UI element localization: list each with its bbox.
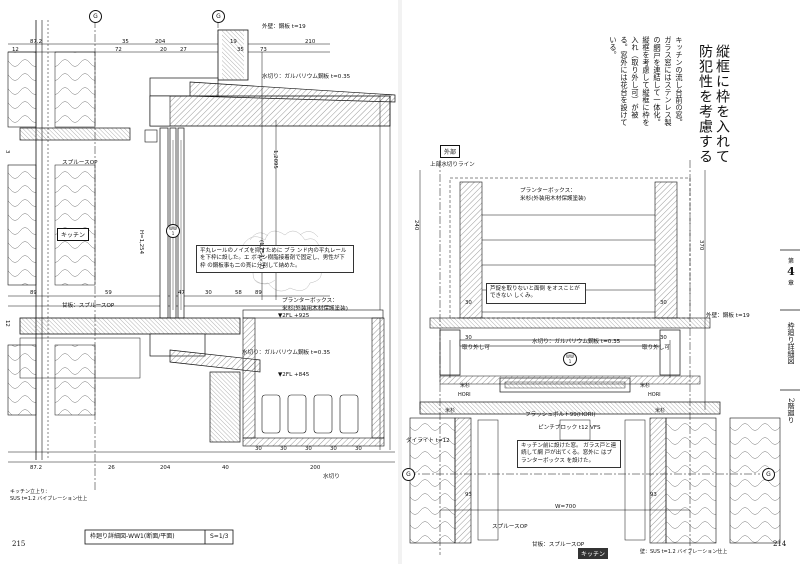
dim-label: 204: [155, 39, 166, 45]
page-heading: 縦框に枠を入れて防犯性を考慮する: [697, 44, 730, 164]
room-tag-kitchen: キッチン: [57, 228, 90, 241]
grid-marker: G: [89, 10, 102, 23]
callout-exterior-board: 外壁：鋼板 t=19: [262, 24, 306, 30]
dim-label: 87.2: [30, 39, 43, 45]
callout-drip2: 水切り：ガルバリウム鋼板 t=0.35: [242, 350, 331, 356]
body-text: キッチンの流し台前の窓。ガラス窓にはステンレス製の網戸を連結して一体化。縦框を考…: [609, 36, 684, 126]
window-tag: WW 1: [166, 224, 180, 238]
hori-label: HORI: [648, 392, 661, 398]
section-tab: 枠廻り詳細図: [787, 322, 795, 364]
dim-label: 30: [305, 446, 312, 452]
dim-label: 58: [235, 290, 242, 296]
width-dim: W=700: [555, 504, 576, 510]
dim-label: (1,254×7): [258, 240, 264, 270]
material-label: 米杉: [655, 408, 666, 414]
dim-label: 210: [305, 39, 316, 45]
subsection-tab: 2階廻り: [787, 398, 795, 424]
callout-kitchen-top: キッチン立上り： SUS t=1.2 バイブレーション仕上: [10, 489, 88, 502]
callout-dailite: ダイライト t=12: [406, 438, 450, 444]
hori-label: HORI: [458, 392, 471, 398]
dim-label: 93: [650, 492, 657, 498]
dim-label: 89: [255, 290, 262, 296]
dim-label: 30: [255, 446, 262, 452]
right-walls: [409, 417, 781, 544]
dim-label: 240: [413, 220, 419, 231]
dim-label: 1,2095: [272, 150, 278, 169]
callout-spruce: スプルースOP: [492, 524, 528, 530]
dim-label: 30: [330, 446, 337, 452]
callout-tenban: 甘板：スプルースOP: [62, 303, 115, 309]
window-tag: WW 1: [563, 352, 577, 366]
figure-caption-scale: S=1/3: [210, 533, 229, 540]
callout-drip: 水切り：ガルバリウム鋼板 t=0.35: [532, 339, 621, 345]
material-label: 米杉: [445, 408, 456, 414]
callout-wall-sus: 壁：SUS t=1.2 バイブレーション仕上: [640, 549, 728, 555]
dim-label: 27: [180, 47, 187, 53]
dim-label: 30: [660, 335, 667, 341]
note-box: 平丸レールのノイズを抑すために ブラ ンド内の平丸レールを下枠に設した。エ ボキ…: [196, 245, 354, 274]
dim-label: 47: [178, 290, 185, 296]
dim-label: 12: [4, 320, 10, 327]
left-wall-column: [7, 20, 96, 460]
room-tag-kitchen: キッチン: [578, 548, 609, 559]
dim-label: 40: [222, 465, 229, 471]
dim-label: 200: [310, 465, 321, 471]
callout-flash-bolt: フラッシュボルト99(HORI): [525, 412, 596, 418]
grid-marker: G: [762, 468, 775, 481]
page-number-left: 215: [12, 540, 26, 548]
right-planter: [429, 177, 711, 329]
figure-caption-title: 枠廻り詳細図-WW1(断面/平面): [90, 533, 175, 540]
level-marker: ▼2FL +845: [278, 372, 310, 378]
dim-label: 30: [465, 300, 472, 306]
callout-drip: 水切り：ガルバリウム鋼板 t=0.35: [262, 74, 351, 80]
level-marker: ▼2FL +925: [278, 313, 310, 319]
dim-label: H=1,254: [138, 230, 144, 255]
sill-section: [19, 317, 261, 443]
dim-label: 3: [4, 150, 10, 154]
dim-label: 35: [237, 47, 244, 53]
dim-label: 59: [105, 290, 112, 296]
grid-marker: G: [212, 10, 225, 23]
callout-removable: 取り外し可: [642, 345, 670, 351]
dim-label: 20: [160, 47, 167, 53]
dim-label: 30: [660, 300, 667, 306]
callout-removable: 取り外し可: [462, 345, 490, 351]
note-box-kitchen: キッチン前に設けた窓。 ガラス戸と連続して網 戸が出てくる。窓外に はプランター…: [517, 440, 621, 469]
note-box-lock: 芦錠を取りないと面倒 をオスことができない しくみ。: [486, 283, 586, 304]
dim-label: 370: [698, 240, 704, 251]
dim-label: 26: [108, 465, 115, 471]
dim-label: 19: [230, 39, 237, 45]
callout-planter: プランターボックス： 米杉(外装用木材保護塗装): [282, 298, 348, 312]
dim-label: 89: [30, 290, 37, 296]
callout-tenban: 甘板：スプルースOP: [532, 542, 585, 548]
callout-planter: プランターボックス： 米杉(外装用木材保護塗装): [520, 188, 586, 202]
zone-tag-outside: 外部: [440, 145, 461, 158]
dim-label: 35: [122, 39, 129, 45]
dim-label: 73: [260, 47, 267, 53]
planter-box-left: [242, 309, 385, 447]
page-number-right: 214: [773, 540, 787, 548]
dim-label: 30: [280, 446, 287, 452]
dim-label: 72: [115, 47, 122, 53]
material-label: 米杉: [640, 383, 651, 389]
dim-label: 30: [205, 290, 212, 296]
callout-pinch-block: ピンチブロック t12 VFS: [538, 425, 601, 431]
dim-label: 12: [12, 47, 19, 53]
dim-label: 204: [160, 465, 171, 471]
callout-ext-wall: 外壁：鋼板 t=19: [706, 313, 750, 319]
dim-label: 93: [465, 492, 472, 498]
callout-spruce: スプルースOP: [62, 160, 98, 166]
dim-label: 30: [355, 446, 362, 452]
dim-label: 87.2: [30, 465, 43, 471]
callout-mizukiri: 水切り: [323, 474, 340, 480]
dim-label: 30: [465, 335, 472, 341]
material-label: 米杉: [460, 383, 471, 389]
chapter-tab: 第 4 章: [787, 258, 795, 287]
head-section: [19, 29, 396, 450]
grid-marker: G: [402, 468, 415, 481]
callout-upper-drip: 上部水切りライン: [430, 162, 475, 168]
